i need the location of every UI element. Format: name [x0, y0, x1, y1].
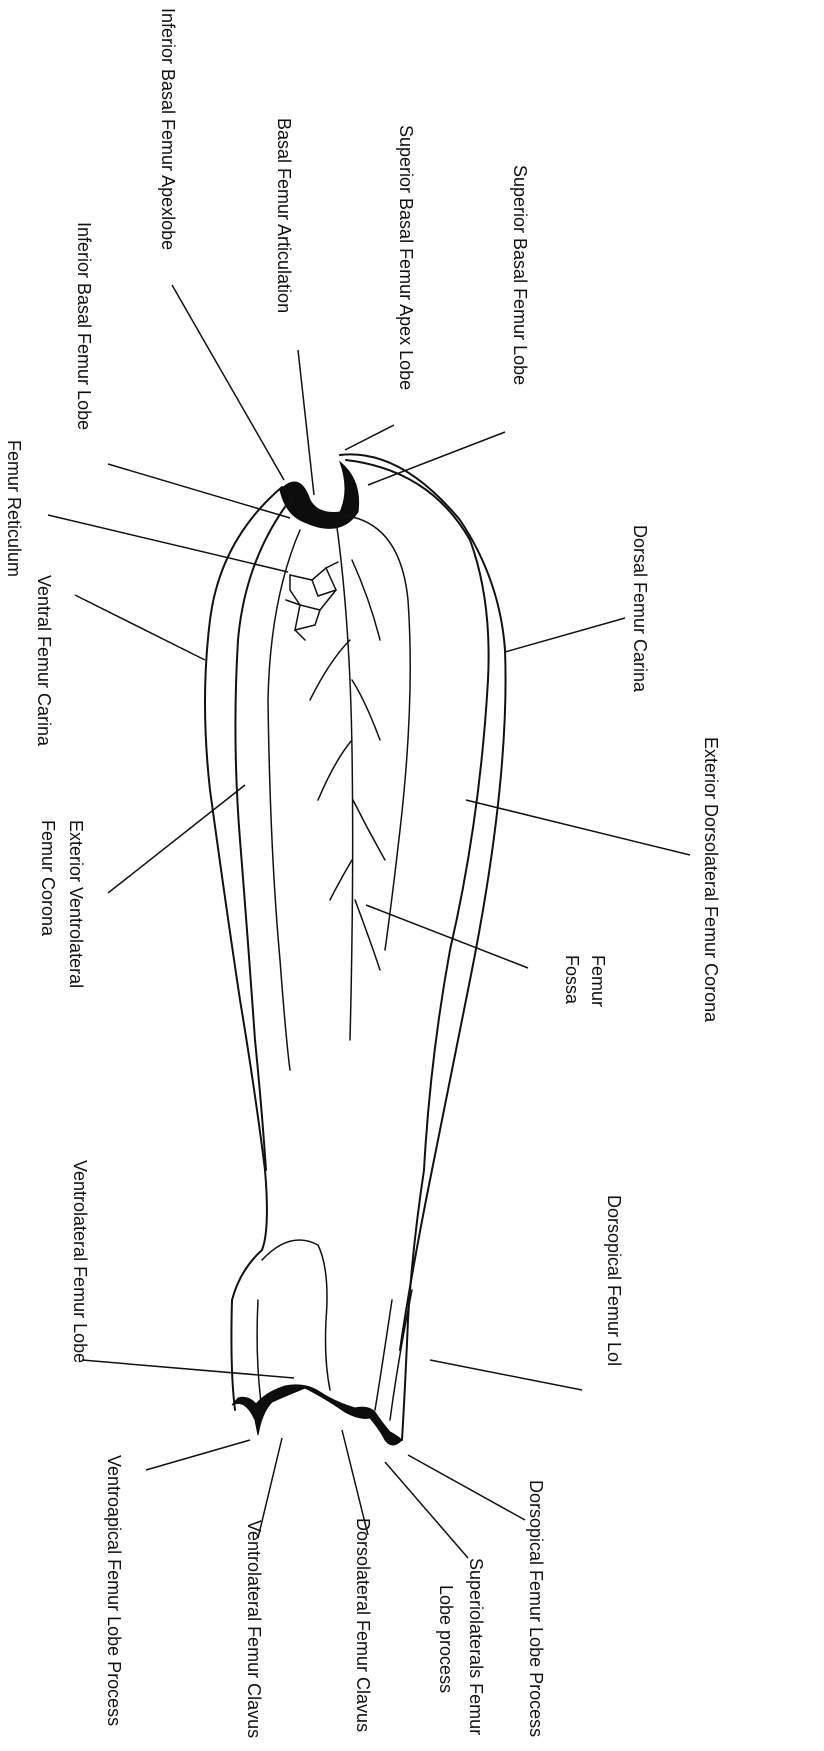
label-inferior-basal-femur-apexlobe: Inferior Basal Femur Apexlobe: [158, 8, 178, 250]
label-dorsolateral-femur-clavus: Dorsolateral Femur Clavus: [353, 1518, 373, 1732]
label-ventrolateral-femur-lobe: Ventrolateral Femur Lobe: [70, 1160, 90, 1363]
femur-reticulum-network: [286, 562, 338, 640]
label-ventral-femur-carina: Ventral Femur Carina: [34, 575, 54, 747]
label-femur-fossa-line2: Fossa: [562, 955, 582, 1005]
label-femur-fossa-line1: Femur: [588, 955, 608, 1007]
label-superior-basal-femur-apex-lobe: Superior Basal Femur Apex Lobe: [396, 125, 416, 390]
label-dorsopical-femur-lol: Dorsopical Femur Lol: [604, 1195, 624, 1366]
label-superior-basal-femur-lobe: Superior Basal Femur Lobe: [510, 165, 530, 385]
label-femur-reticulum: Femur Reticulum: [4, 440, 24, 577]
labels: Inferior Basal Femur Apexlobe Basal Femu…: [4, 8, 721, 1738]
label-inferior-basal-femur-lobe: Inferior Basal Femur Lobe: [74, 222, 94, 430]
femur-outline: [205, 454, 506, 1445]
label-ventroapical-femur-lobe-process: Ventroapical Femur Lobe Process: [104, 1455, 124, 1726]
label-ventrolateral-femur-clavus: Ventrolateral Femur Clavus: [244, 1520, 264, 1738]
leader-lines: [48, 285, 690, 1558]
label-superiolaterals-line2: Lobe process: [436, 1585, 456, 1693]
label-exterior-dorsolateral-femur-corona: Exterior Dorsolateral Femur Corona: [701, 737, 721, 1023]
label-exterior-ventrolateral-line2: Femur Corona: [38, 820, 58, 937]
apical-claws: [232, 1385, 402, 1445]
label-basal-femur-articulation: Basal Femur Articulation: [274, 118, 294, 313]
basal-articulation-cup: [280, 462, 359, 528]
label-dorsal-femur-carina: Dorsal Femur Carina: [630, 525, 650, 693]
label-superiolaterals-line1: Superiolaterals Femur: [466, 1558, 486, 1735]
label-dorsopical-femur-lobe-process: Dorsopical Femur Lobe Process: [526, 1480, 546, 1737]
label-exterior-ventrolateral-line1: Exterior Ventrolateral: [66, 820, 86, 988]
